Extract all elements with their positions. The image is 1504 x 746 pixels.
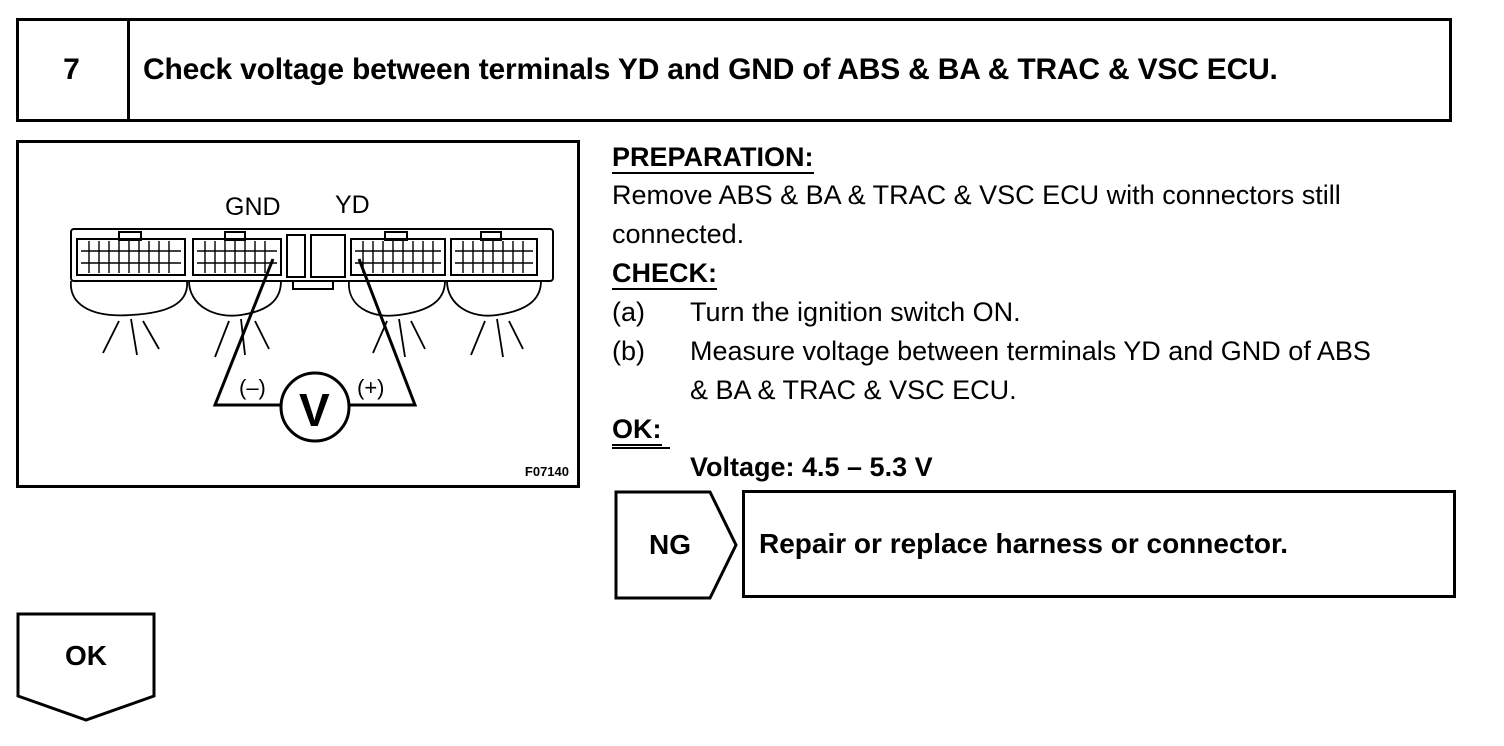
probe-negative-label: (–) [239, 375, 266, 400]
check-step-b-text-2: & BA & TRAC & VSC ECU. [690, 375, 1017, 405]
preparation-line-2: connected. [612, 219, 745, 249]
label-yd: YD [335, 191, 370, 219]
ok-next-label: OK [65, 640, 107, 671]
check-step-b-marker: (b) [612, 336, 645, 366]
ok-arrow [16, 612, 156, 722]
ok-divider [612, 447, 670, 449]
probe-positive-label: (+) [357, 375, 385, 400]
preparation-heading: PREPARATION: [612, 142, 814, 174]
label-gnd: GND [225, 193, 281, 221]
step-number: 7 [16, 18, 130, 122]
ok-heading: OK: [612, 414, 662, 446]
check-step-a-marker: (a) [612, 297, 645, 327]
voltmeter [279, 371, 351, 443]
ng-label: NG [649, 529, 691, 560]
connector-4 [450, 238, 538, 276]
step-title: Check voltage between terminals YD and G… [143, 53, 1278, 86]
preparation-line-1: Remove ABS & BA & TRAC & VSC ECU with co… [612, 180, 1341, 210]
meter-symbol: V [299, 384, 330, 436]
ok-spec: Voltage: 4.5 – 5.3 V [690, 452, 933, 482]
check-heading: CHECK: [612, 258, 717, 290]
connector-diagram: GND YD (–) (+) V F07140 [16, 140, 580, 488]
connector-drawing [70, 228, 554, 443]
step-header [16, 18, 1452, 122]
check-step-a-text: Turn the ignition switch ON. [690, 297, 1021, 327]
ng-action: Repair or replace harness or connector. [742, 490, 1456, 598]
check-step-b-text-1: Measure voltage between terminals YD and… [690, 336, 1371, 366]
connector-yd [350, 238, 446, 276]
ng-arrow [614, 490, 738, 600]
figure-code: F07140 [524, 464, 569, 479]
